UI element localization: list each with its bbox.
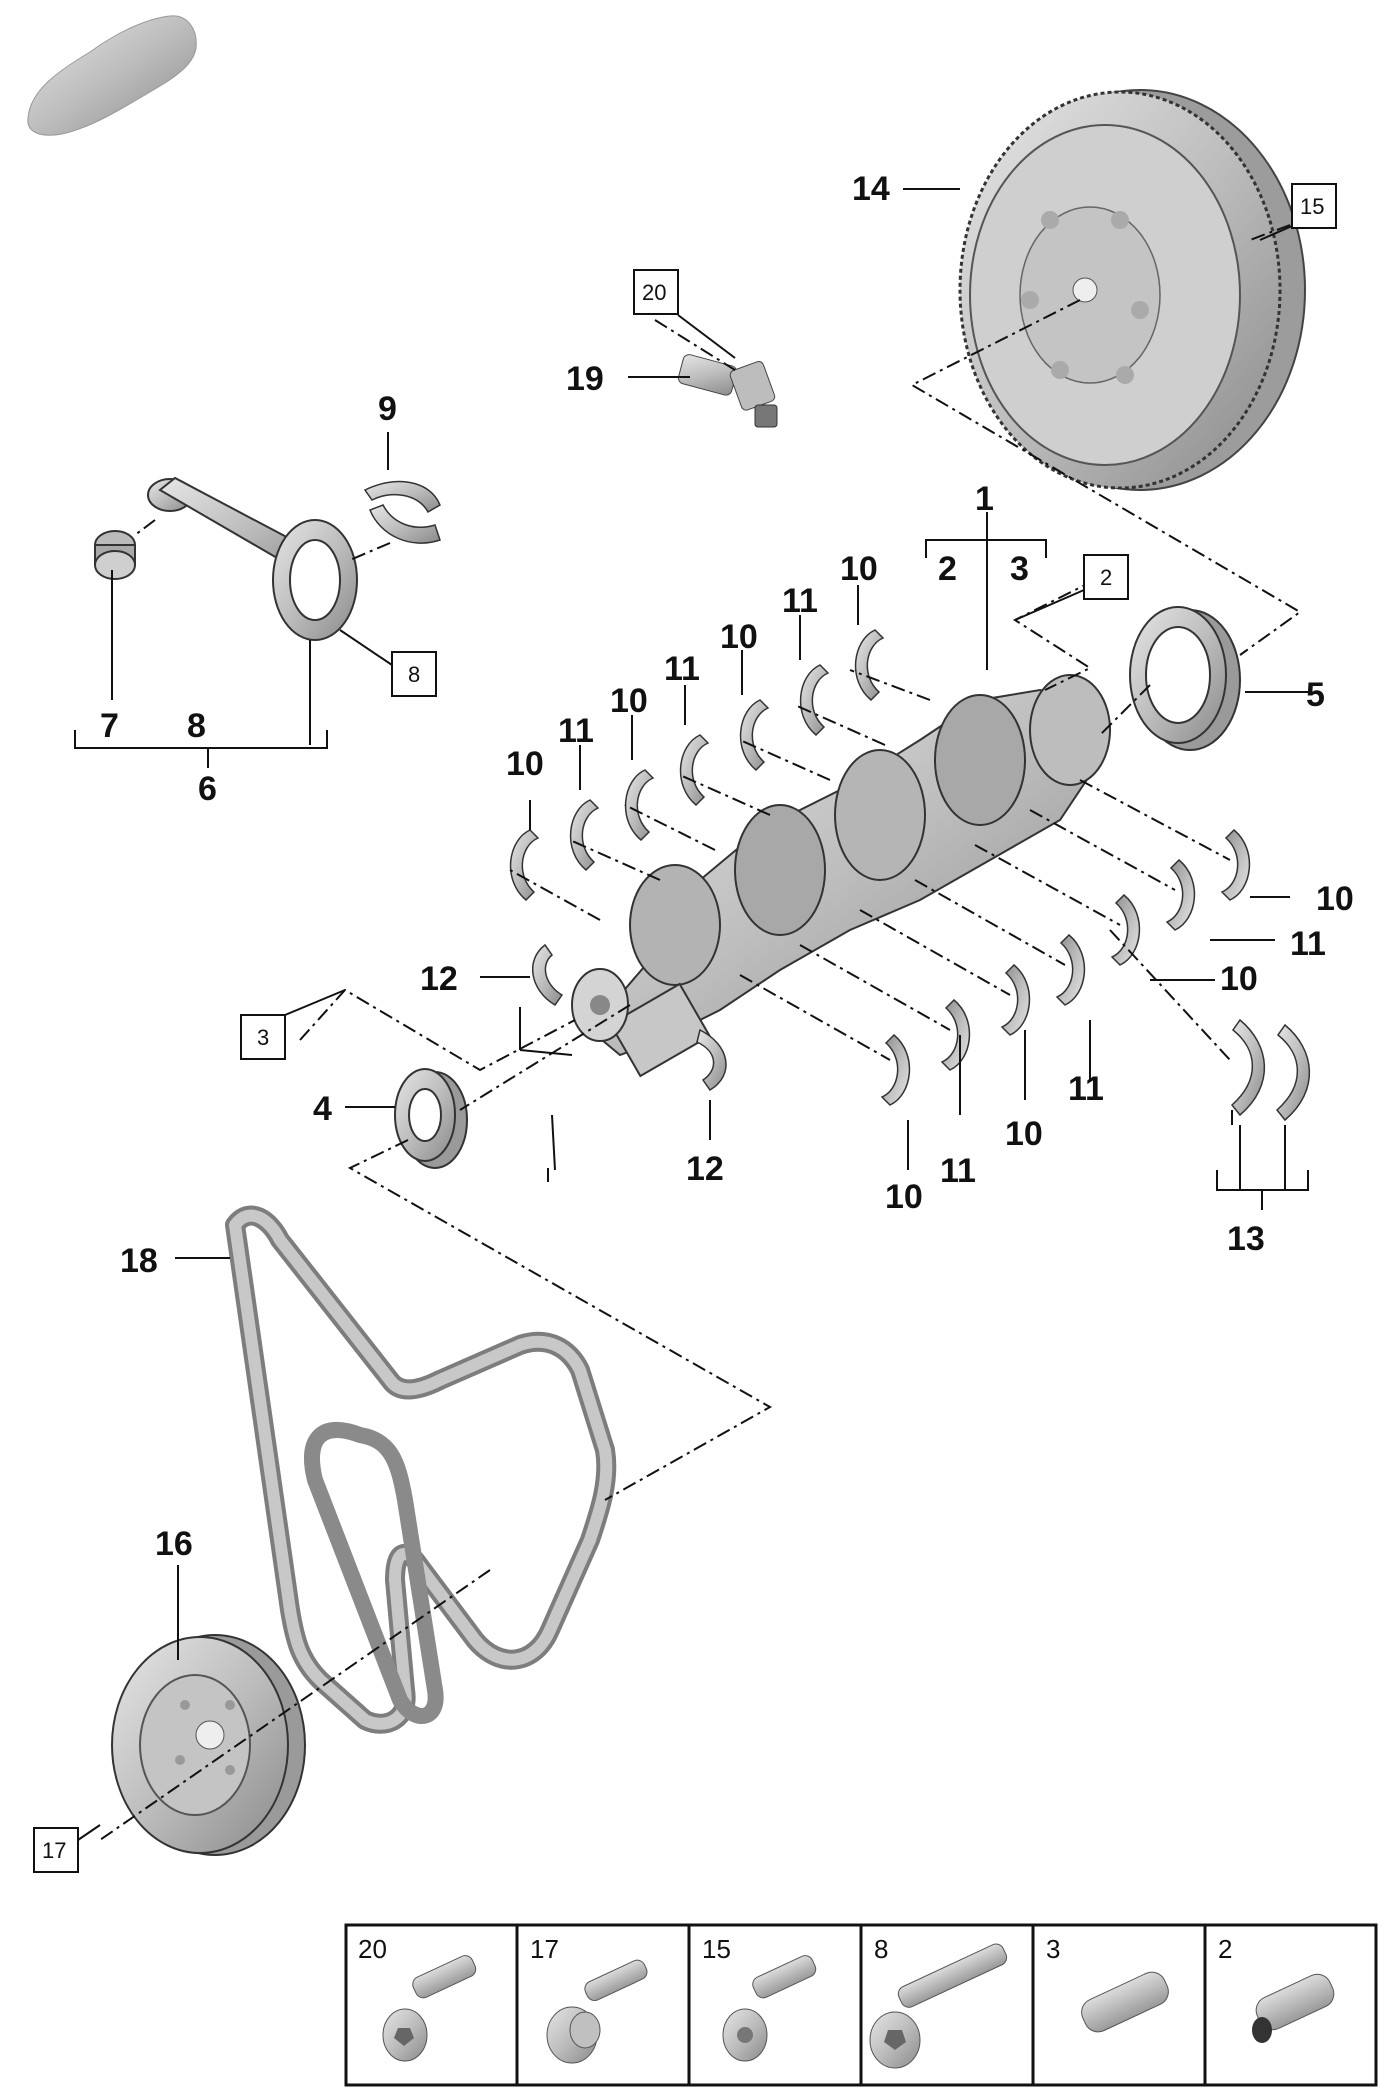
alignment-lines: [99, 224, 1302, 1841]
callout-labels: 14 19 9 7 8 6 1 2 3 5 10 11 10 11 10 11 …: [100, 170, 1354, 1563]
callout-3: 3: [1010, 550, 1029, 588]
slotted-pin-icon: [1252, 1973, 1335, 2043]
boxed-ref-3: 3: [257, 1025, 269, 1050]
callout-19: 19: [566, 360, 604, 398]
legend-number-17: 17: [530, 1934, 559, 1964]
boxed-ref-17: 17: [42, 1838, 66, 1863]
leader-lines: [74, 188, 1310, 1660]
boxed-ref-15: 15: [1300, 194, 1324, 219]
callout-12-b: 12: [686, 1150, 724, 1188]
callout-10-c: 10: [610, 682, 648, 720]
dual-mass-flywheel: [958, 89, 1306, 491]
callout-8: 8: [187, 707, 206, 745]
callout-4: 4: [313, 1090, 332, 1128]
connecting-rod: [147, 476, 358, 641]
callout-9: 9: [378, 390, 397, 428]
callout-10-a: 10: [840, 550, 878, 588]
callout-6: 6: [198, 770, 217, 808]
callout-11-c: 11: [558, 712, 594, 750]
callout-1: 1: [975, 480, 994, 518]
callout-10-h: 10: [885, 1178, 923, 1216]
callout-5: 5: [1306, 676, 1325, 714]
callout-10-f: 10: [1220, 960, 1258, 998]
callout-18: 18: [120, 1242, 158, 1280]
legend-number-20: 20: [358, 1934, 387, 1964]
legend-number-15: 15: [702, 1934, 731, 1964]
rod-bearing-shells: [363, 480, 441, 544]
crankshaft-sensor: [677, 354, 778, 428]
legend-number-3: 3: [1046, 1934, 1060, 1964]
callout-7: 7: [100, 707, 119, 745]
callout-11-b: 11: [664, 650, 700, 688]
vibration-damper: [111, 1634, 306, 1856]
fastener-legend: 20 17 15 8 3 2: [344, 1923, 1378, 2087]
callout-13: 13: [1227, 1220, 1265, 1258]
callout-10-d: 10: [506, 745, 544, 783]
callout-11-d: 11: [1290, 925, 1326, 963]
callout-11-e: 11: [1068, 1070, 1104, 1108]
callout-11-a: 11: [782, 582, 818, 620]
callout-2: 2: [938, 550, 957, 588]
callout-16: 16: [155, 1525, 193, 1563]
poly-v-belt: [225, 1205, 617, 1734]
callout-14: 14: [852, 170, 890, 208]
thrust-half-rings: [1230, 1018, 1311, 1122]
rear-oil-seal: [1129, 606, 1241, 751]
crankshaft: [571, 674, 1111, 1078]
boxed-ref-8: 8: [408, 662, 420, 687]
boxed-references: 20 15 8 2 3 17: [33, 183, 1337, 1873]
thrust-washers: [531, 943, 727, 1092]
boxed-ref-2: 2: [1100, 565, 1112, 590]
legend-number-2: 2: [1218, 1934, 1232, 1964]
long-flange-bolt-icon: [869, 1943, 1008, 2069]
dowel-pin-icon: [1081, 1971, 1169, 2033]
piston-pin-bushing: [94, 530, 136, 580]
callout-10-e: 10: [1316, 880, 1354, 918]
socket-head-bolt-icon: [722, 1955, 817, 2062]
callout-10-g: 10: [1005, 1115, 1043, 1153]
callout-12-a: 12: [420, 960, 458, 998]
vehicle-thumbnail-icon: [27, 15, 197, 136]
front-oil-seal: [394, 1068, 468, 1169]
flange-bolt-icon: [546, 1959, 648, 2064]
callout-10-b: 10: [720, 618, 758, 656]
boxed-ref-20: 20: [642, 280, 666, 305]
callout-11-f: 11: [940, 1152, 976, 1190]
hex-socket-bolt-icon: [382, 1955, 477, 2062]
legend-number-8: 8: [874, 1934, 888, 1964]
